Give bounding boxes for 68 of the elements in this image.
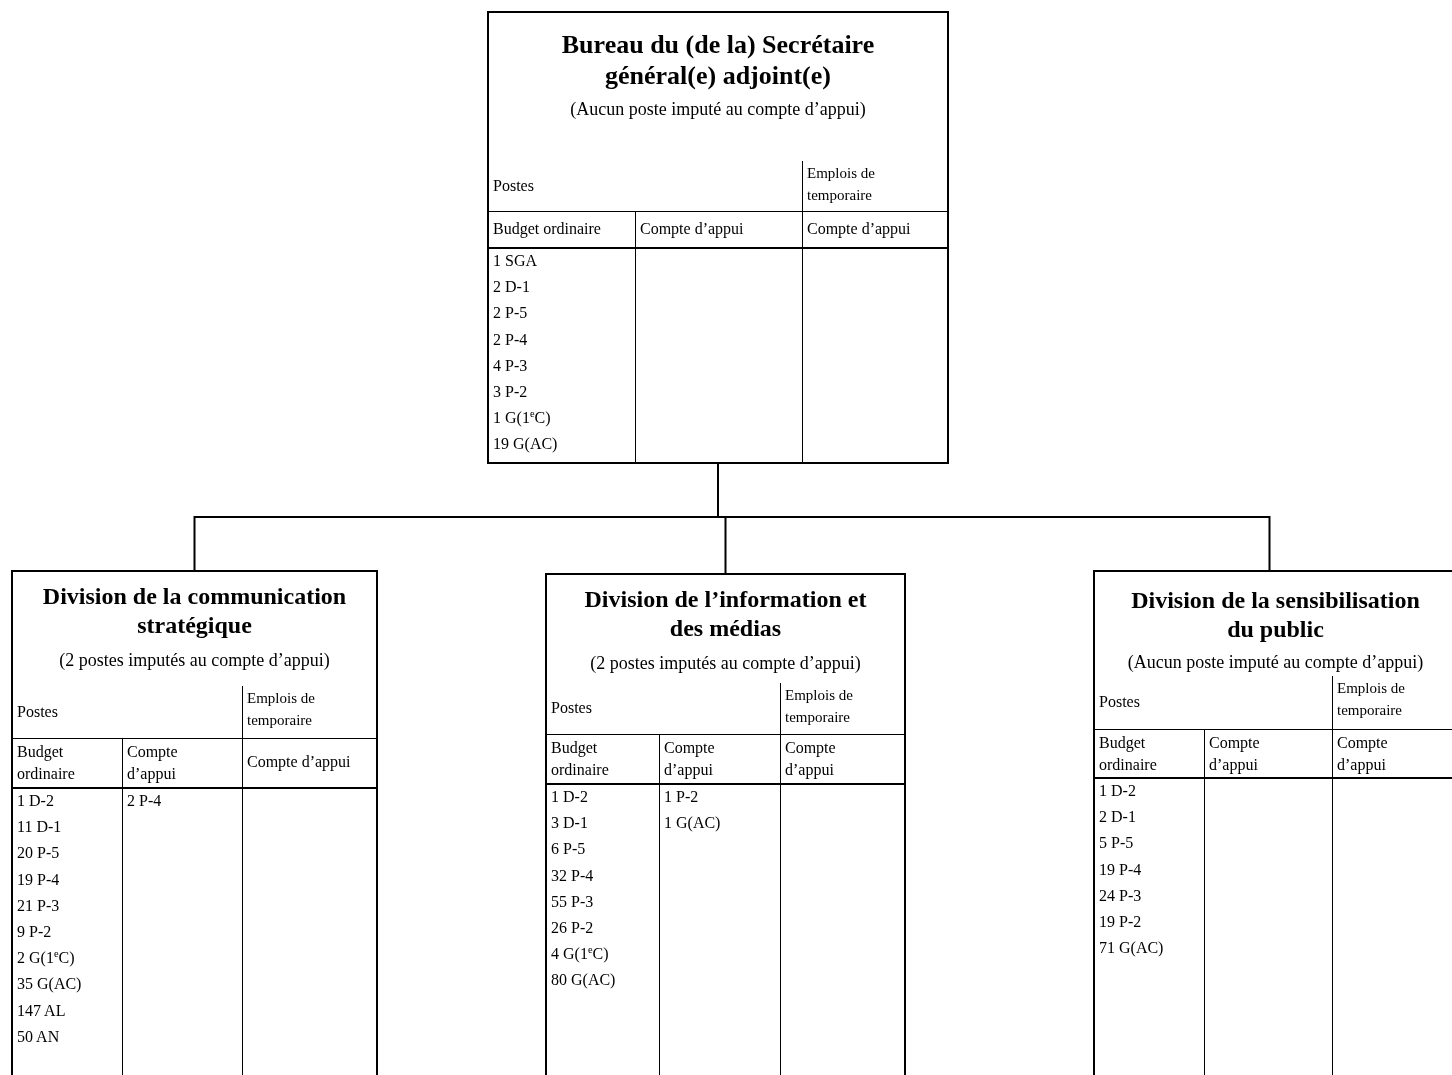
post-count: 20 P-5	[17, 843, 60, 864]
column-header: Compte d’appui	[664, 738, 716, 781]
post-count: 1 G(1$^{e}$C)	[493, 408, 551, 429]
unit-title: Bureau du (de la) Secrétaire général(e) adjoint(e)	[560, 29, 876, 92]
post-count: 71 G(AC)	[1099, 938, 1164, 959]
column-header: Budget ordinaire	[493, 218, 601, 240]
post-count: 1 SGA	[493, 251, 537, 271]
column-header: Compte d’appui	[807, 218, 911, 240]
unit-title: Division de la sensibilisation du public	[1130, 586, 1421, 644]
unit-note: (2 postes imputés au compte d’appui)	[589, 653, 862, 674]
column-header: Compte d’appui	[127, 742, 179, 785]
post-count: 19 P-2	[1099, 912, 1142, 932]
post-count: 5 P-5	[1099, 833, 1134, 854]
post-count: 3 D-1	[551, 813, 588, 834]
org-unit-box	[487, 11, 949, 464]
org-unit-box	[11, 570, 378, 1075]
column-header: Postes	[551, 698, 592, 718]
post-count: 2 D-1	[493, 277, 530, 298]
column-header: Postes	[493, 175, 534, 196]
unit-title: Division de la communication stratégique	[41, 582, 348, 640]
post-count: 2 D-1	[1099, 807, 1136, 828]
post-count: 50 AN	[17, 1026, 60, 1047]
column-header: Budget ordinaire	[551, 738, 610, 781]
post-count: 35 G(AC)	[17, 974, 82, 995]
post-count: 1 D-2	[1099, 781, 1136, 801]
unit-note: (2 postes imputés au compte d’appui)	[58, 650, 331, 671]
post-count: 2 P-5	[493, 303, 528, 324]
column-header: Emplois de temporaire	[1337, 679, 1406, 720]
column-header: Emplois de temporaire	[807, 164, 876, 205]
post-count: 55 P-3	[551, 891, 594, 912]
column-header: Emplois de temporaire	[785, 686, 854, 727]
post-count: 147 AL	[17, 1000, 66, 1021]
post-count: 1 G(AC)	[664, 813, 721, 834]
post-count: 6 P-5	[551, 839, 586, 860]
post-count: 1 D-2	[551, 787, 588, 807]
column-header: Budget ordinaire	[17, 742, 76, 785]
unit-note: (Aucun poste imputé au compte d’appui)	[569, 99, 867, 120]
column-header: Budget ordinaire	[1099, 733, 1158, 776]
column-header: Compte d’appui	[640, 218, 744, 240]
post-count: 2 P-4	[127, 791, 162, 811]
post-count: 2 P-4	[493, 329, 528, 350]
post-count: 3 P-2	[493, 382, 528, 402]
column-header: Postes	[17, 701, 58, 722]
column-header: Compte d’appui	[1337, 733, 1389, 776]
post-count: 9 P-2	[17, 922, 52, 942]
post-count: 19 G(AC)	[493, 434, 558, 455]
post-count: 80 G(AC)	[551, 970, 616, 991]
post-count: 4 P-3	[493, 355, 528, 376]
column-header: Compte d’appui	[785, 738, 837, 781]
post-count: 19 P-4	[17, 869, 60, 890]
unit-title: Division de l’information et des médias	[583, 585, 868, 643]
column-header: Emplois de temporaire	[247, 689, 316, 730]
post-count: 21 P-3	[17, 895, 60, 916]
unit-note: (Aucun poste imputé au compte d’appui)	[1126, 652, 1425, 673]
org-unit-box	[545, 573, 906, 1075]
post-count: 19 P-4	[1099, 859, 1142, 880]
post-count: 4 G(1$^{e}$C)	[551, 944, 609, 965]
column-header: Compte d’appui	[247, 752, 351, 773]
column-header: Compte d’appui	[1209, 733, 1261, 776]
post-count: 32 P-4	[551, 865, 594, 886]
post-count: 11 D-1	[17, 817, 62, 838]
post-count: 26 P-2	[551, 918, 594, 938]
column-header: Postes	[1099, 692, 1140, 712]
post-count: 1 P-2	[664, 787, 699, 807]
post-count: 24 P-3	[1099, 885, 1142, 906]
org-unit-box	[1093, 570, 1452, 1075]
post-count: 2 G(1$^{e}$C)	[17, 948, 75, 969]
post-count: 1 D-2	[17, 791, 54, 811]
